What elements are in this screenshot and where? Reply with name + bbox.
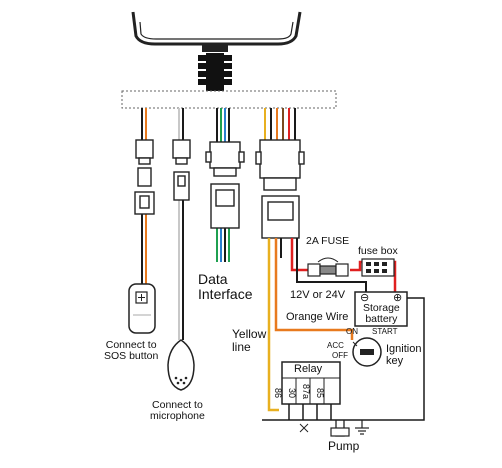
orange-wire-label: Orange Wire bbox=[286, 311, 349, 323]
device-housing-inner bbox=[139, 21, 294, 40]
microphone-label: Connect to microphone bbox=[150, 399, 205, 423]
pump bbox=[330, 420, 350, 437]
battery-minus: ⊖ bbox=[360, 292, 370, 304]
yellow-line-label: Yellow line bbox=[232, 327, 267, 354]
voltage-label: 12V or 24V bbox=[290, 289, 346, 301]
data-interface-connector bbox=[205, 141, 245, 229]
sos-button bbox=[128, 283, 156, 334]
red-wire bbox=[290, 238, 308, 272]
cut-mark-icon bbox=[299, 423, 309, 433]
power-connector bbox=[255, 139, 305, 239]
sos-wires bbox=[141, 108, 147, 284]
microphone-wires bbox=[178, 108, 184, 340]
ignition-acc-label: ACC bbox=[327, 341, 344, 350]
microphone bbox=[167, 339, 195, 391]
battery-plus: ⊕ bbox=[393, 292, 403, 304]
relay bbox=[281, 361, 341, 405]
cable-boot bbox=[198, 53, 232, 91]
battery-label: Storage battery bbox=[363, 302, 400, 326]
yellow-wire bbox=[267, 238, 279, 412]
sos-connector bbox=[134, 139, 155, 215]
fuse-box bbox=[361, 258, 395, 277]
data-interface-label: Data Interface bbox=[198, 271, 253, 302]
data-interface-wires bbox=[216, 108, 230, 262]
storage-battery bbox=[354, 291, 408, 327]
ignition-key bbox=[352, 337, 382, 367]
battery-to-pump-wire bbox=[350, 297, 425, 421]
ignition-key-label: Ignition key bbox=[386, 343, 422, 367]
fuse-box-label: fuse box bbox=[358, 245, 398, 257]
relay-label: Relay bbox=[294, 363, 323, 375]
relay-pin-86: 86 bbox=[273, 388, 283, 399]
relay-pin-30: 30 bbox=[287, 388, 297, 399]
fuse bbox=[307, 257, 349, 277]
ignition-start-label: START bbox=[372, 327, 398, 336]
fuse-label: 2A FUSE bbox=[306, 235, 350, 247]
sos-label: Connect to SOS button bbox=[104, 339, 159, 363]
red-wire-battery bbox=[350, 260, 397, 292]
relay-pin-85: 85 bbox=[315, 388, 325, 399]
harness-bundle bbox=[121, 90, 337, 109]
orange-wire bbox=[274, 238, 354, 340]
ignition-on-label: ON bbox=[346, 327, 358, 336]
relay-pins-wires bbox=[262, 404, 350, 421]
cable-gland bbox=[202, 44, 228, 52]
power-wires bbox=[264, 108, 296, 140]
ground-icon bbox=[355, 420, 369, 435]
black-wire-battery bbox=[296, 238, 367, 292]
ignition-off-label: OFF bbox=[332, 351, 348, 360]
relay-pin-87a: 87a bbox=[301, 384, 311, 400]
microphone-connector bbox=[172, 139, 191, 201]
pump-label: Pump bbox=[328, 439, 360, 453]
